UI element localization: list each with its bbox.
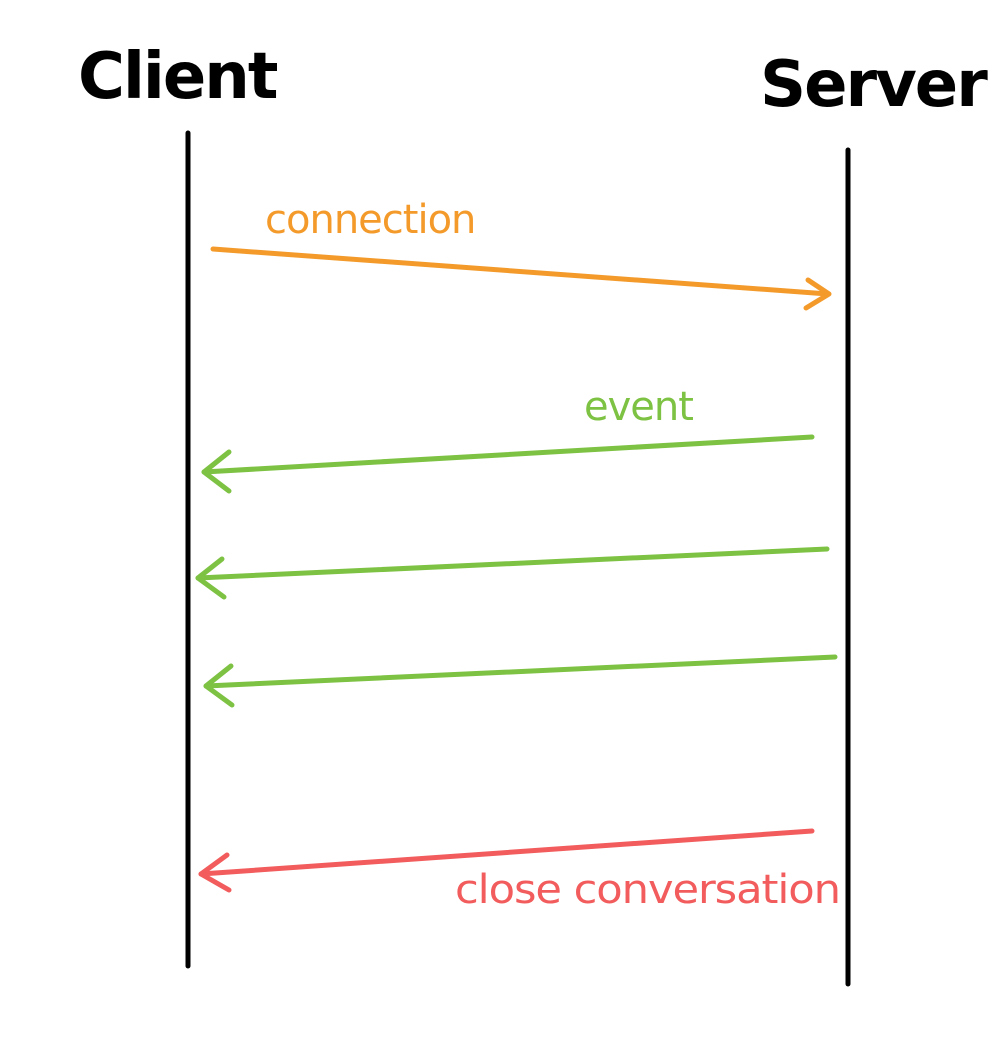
message-connection: connection	[210, 197, 832, 311]
message-event-2	[195, 546, 830, 600]
message-close: close conversation	[198, 828, 841, 913]
event-label: event	[584, 384, 693, 430]
event-3-arrow-head	[203, 663, 235, 708]
connection-arrow-line	[210, 246, 831, 297]
close-arrow-head	[198, 852, 232, 893]
event-1-arrow-line	[201, 434, 815, 475]
close-arrow-line	[198, 828, 815, 877]
server-label: Server	[760, 48, 988, 122]
event-3-arrow-line	[203, 654, 838, 689]
connection-label: connection	[265, 197, 475, 243]
connection-arrow-head	[803, 277, 832, 311]
event-2-arrow-head	[195, 556, 227, 600]
close-conversation-label: close conversation	[455, 867, 840, 913]
event-2-arrow-line	[195, 546, 830, 581]
client-label: Client	[78, 40, 278, 114]
message-event-3	[203, 654, 838, 708]
message-event-1: event	[201, 384, 815, 494]
event-1-arrow-head	[201, 449, 232, 494]
